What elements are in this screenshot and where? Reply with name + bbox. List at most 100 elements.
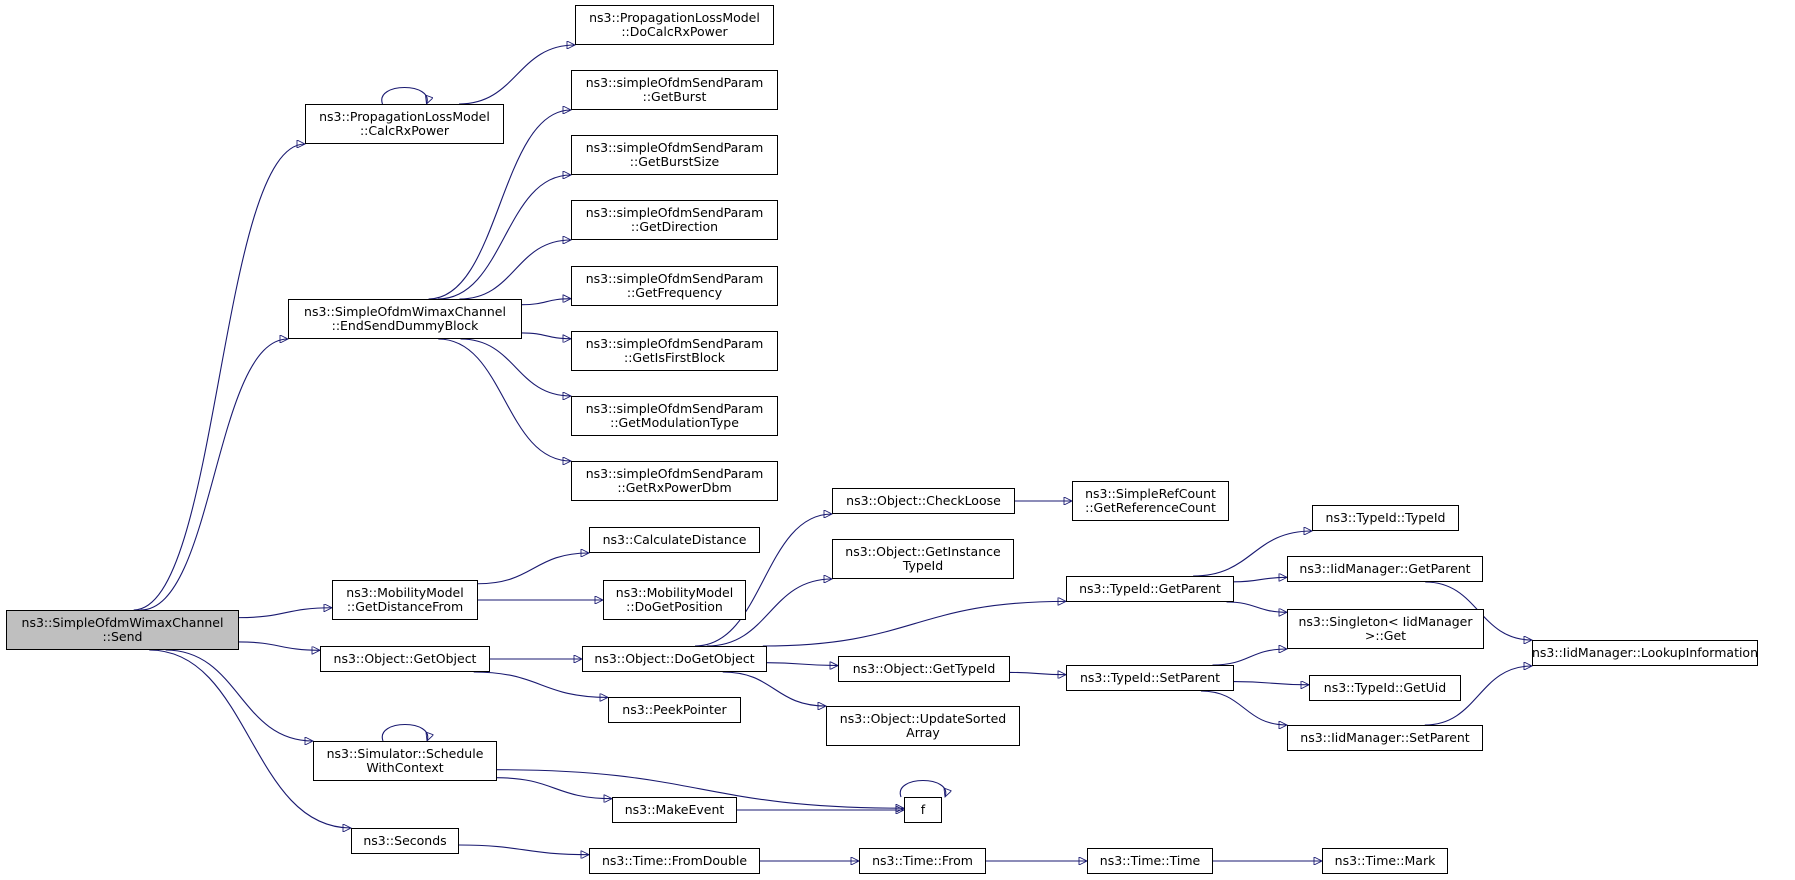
node-typeid-getparent[interactable]: ns3::TypeId::GetParent xyxy=(1066,576,1234,602)
node-label: Array xyxy=(906,725,940,740)
node-typeid-getuid[interactable]: ns3::TypeId::GetUid xyxy=(1309,675,1461,701)
node-label: ns3::MobilityModel xyxy=(615,585,734,600)
node-simpleofdmsendparam-getburst[interactable]: ns3::simpleOfdmSendParam ::GetBurst xyxy=(571,70,778,110)
edge-getDistFrom-to-calcDist xyxy=(477,553,589,585)
node-label: ::GetModulationType xyxy=(610,415,739,430)
edge-tidSetParent-to-iidSetParent xyxy=(1200,690,1287,725)
node-label: ns3::simpleOfdmSendParam xyxy=(585,205,764,220)
node-seconds[interactable]: ns3::Seconds xyxy=(351,828,459,854)
node-label: ns3::PropagationLossModel xyxy=(589,10,760,25)
node-mobilitymodel-dogetposition[interactable]: ns3::MobilityModel ::DoGetPosition xyxy=(603,580,746,620)
node-typeid-typeid[interactable]: ns3::TypeId::TypeId xyxy=(1312,505,1459,531)
node-iidmanager-getparent[interactable]: ns3::IidManager::GetParent xyxy=(1287,556,1483,582)
node-label: ns3::Object::CheckLoose xyxy=(846,493,1001,508)
node-iidmanager-setparent[interactable]: ns3::IidManager::SetParent xyxy=(1287,725,1483,751)
edge-tidGetParent-to-singletonGet xyxy=(1226,601,1287,612)
node-label: ns3::SimpleOfdmWimaxChannel xyxy=(21,615,224,630)
node-makeevent[interactable]: ns3::MakeEvent xyxy=(612,797,737,823)
edge-tidSetParent-to-singletonGet xyxy=(1212,649,1287,666)
edge-doGetObject-to-getInstTid xyxy=(706,579,832,647)
node-label: ns3::Time::Mark xyxy=(1334,853,1436,868)
edge-calcRx-to-calcRx xyxy=(381,87,427,105)
node-label: ns3::SimpleRefCount xyxy=(1085,486,1216,501)
node-label: ns3::Time::FromDouble xyxy=(601,853,748,868)
node-label: ns3::Time::From xyxy=(872,853,973,868)
node-simpleofdmsendparam-getfrequency[interactable]: ns3::simpleOfdmSendParam ::GetFrequency xyxy=(571,266,778,306)
node-peekpointer[interactable]: ns3::PeekPointer xyxy=(608,697,741,723)
node-label: ns3::IidManager::LookupInformation xyxy=(1532,645,1759,660)
node-calculatedistance[interactable]: ns3::CalculateDistance xyxy=(589,527,760,553)
edge-getTypeId-to-tidSetParent xyxy=(1009,672,1066,674)
edge-send-to-getDistFrom xyxy=(238,608,332,619)
edge-endSend-to-getIsFirst xyxy=(521,332,571,339)
edge-doGetObject-to-tidGetParent xyxy=(762,601,1066,647)
node-object-checkloose[interactable]: ns3::Object::CheckLoose xyxy=(832,488,1015,514)
node-label: ::GetDirection xyxy=(630,219,719,234)
node-label: ::DoGetPosition xyxy=(626,599,723,614)
edge-calcRx-to-doCalcRx xyxy=(459,45,575,105)
edge-doGetObject-to-getTypeId xyxy=(766,663,838,666)
node-typeid-setparent[interactable]: ns3::TypeId::SetParent xyxy=(1066,665,1234,691)
edge-send-to-seconds xyxy=(149,649,351,828)
node-label: ns3::TypeId::TypeId xyxy=(1325,510,1446,525)
node-label: ns3::TypeId::GetUid xyxy=(1323,680,1447,695)
node-label: ns3::TypeId::GetParent xyxy=(1079,581,1221,596)
node-time-from[interactable]: ns3::Time::From xyxy=(859,848,986,874)
node-label: ns3::IidManager::GetParent xyxy=(1299,561,1471,576)
node-label: ns3::MakeEvent xyxy=(624,802,725,817)
edge-endSend-to-getFrequency xyxy=(521,299,571,306)
node-label: ::GetIsFirstBlock xyxy=(623,350,725,365)
node-label: TypeId xyxy=(902,558,944,573)
node-label: ns3::Object::UpdateSorted xyxy=(839,711,1007,726)
node-label: ns3::simpleOfdmSendParam xyxy=(585,75,764,90)
node-simpleofdmsendparam-getmodulationtype[interactable]: ns3::simpleOfdmSendParam ::GetModulation… xyxy=(571,396,778,436)
edge-send-to-schedCtx xyxy=(165,649,313,741)
node-label: ns3::simpleOfdmSendParam xyxy=(585,336,764,351)
node-propagationlossmodel-docalcrxpower[interactable]: ns3::PropagationLossModel ::DoCalcRxPowe… xyxy=(575,5,774,45)
node-simpleofdmsendparam-getburstsize[interactable]: ns3::simpleOfdmSendParam ::GetBurstSize xyxy=(571,135,778,175)
node-label: WithContext xyxy=(366,760,444,775)
node-f[interactable]: f xyxy=(904,797,942,823)
node-label: ::Send xyxy=(102,629,143,644)
node-simpleofdmsendparam-getisfirstblock[interactable]: ns3::simpleOfdmSendParam ::GetIsFirstBlo… xyxy=(571,331,778,371)
node-time-mark[interactable]: ns3::Time::Mark xyxy=(1322,848,1448,874)
node-iidmanager-lookupinformation[interactable]: ns3::IidManager::LookupInformation xyxy=(1532,640,1758,666)
edge-schedCtx-to-f xyxy=(496,769,904,809)
node-propagationlossmodel-calcrxpower[interactable]: ns3::PropagationLossModel ::CalcRxPower xyxy=(305,104,504,144)
node-label: ::CalcRxPower xyxy=(359,123,450,138)
edge-getObject-to-peekPtr xyxy=(473,671,608,697)
node-simpleofdmsendparam-getdirection[interactable]: ns3::simpleOfdmSendParam ::GetDirection xyxy=(571,200,778,240)
node-label: ns3::SimpleOfdmWimaxChannel xyxy=(304,304,506,319)
node-label: ::GetBurst xyxy=(642,89,707,104)
node-label: ns3::simpleOfdmSendParam xyxy=(585,466,764,481)
node-time-fromdouble[interactable]: ns3::Time::FromDouble xyxy=(589,848,760,874)
node-label: ::GetRxPowerDbm xyxy=(617,480,732,495)
node-label: ::DoCalcRxPower xyxy=(621,24,728,39)
node-label: ns3::Object::GetTypeId xyxy=(852,661,996,676)
node-label: ::GetReferenceCount xyxy=(1085,500,1216,515)
node-label: ns3::Object::GetObject xyxy=(333,651,477,666)
edge-schedCtx-to-makeEvent xyxy=(496,777,612,799)
edge-tidSetParent-to-tidGetUid xyxy=(1233,682,1309,685)
node-mobilitymodel-getdistancefrom[interactable]: ns3::MobilityModel ::GetDistanceFrom xyxy=(332,580,478,620)
node-object-getinstancetypeid[interactable]: ns3::Object::GetInstance TypeId xyxy=(832,539,1014,579)
node-simpleofdmsendparam-getrxpowerdbm[interactable]: ns3::simpleOfdmSendParam ::GetRxPowerDbm xyxy=(571,461,778,501)
node-object-updatesortedarray[interactable]: ns3::Object::UpdateSorted Array xyxy=(826,706,1020,746)
node-simpleofdmwimaxchannel-send[interactable]: ns3::SimpleOfdmWimaxChannel ::Send xyxy=(6,610,239,650)
node-object-dogetobject[interactable]: ns3::Object::DoGetObject xyxy=(582,646,767,672)
node-label: ns3::Object::GetInstance xyxy=(845,544,1001,559)
node-label: ns3::TypeId::SetParent xyxy=(1079,670,1221,685)
node-object-gettypeid[interactable]: ns3::Object::GetTypeId xyxy=(838,656,1010,682)
node-singleton-iidmanager-get[interactable]: ns3::Singleton< IidManager >::Get xyxy=(1287,609,1484,649)
node-time-time[interactable]: ns3::Time::Time xyxy=(1087,848,1213,874)
node-simpleofdmwimaxchannel-endsenddummyblock[interactable]: ns3::SimpleOfdmWimaxChannel ::EndSendDum… xyxy=(288,299,522,339)
edge-endSend-to-getBurst xyxy=(428,110,571,300)
node-simulator-schedulewithcontext[interactable]: ns3::Simulator::Schedule WithContext xyxy=(313,741,497,781)
node-label: ns3::Seconds xyxy=(363,833,447,848)
node-object-getobject[interactable]: ns3::Object::GetObject xyxy=(320,646,490,672)
node-label: f xyxy=(920,802,926,817)
node-label: ::GetBurstSize xyxy=(629,154,720,169)
node-simplerefcount-getreferencecount[interactable]: ns3::SimpleRefCount ::GetReferenceCount xyxy=(1072,481,1229,521)
